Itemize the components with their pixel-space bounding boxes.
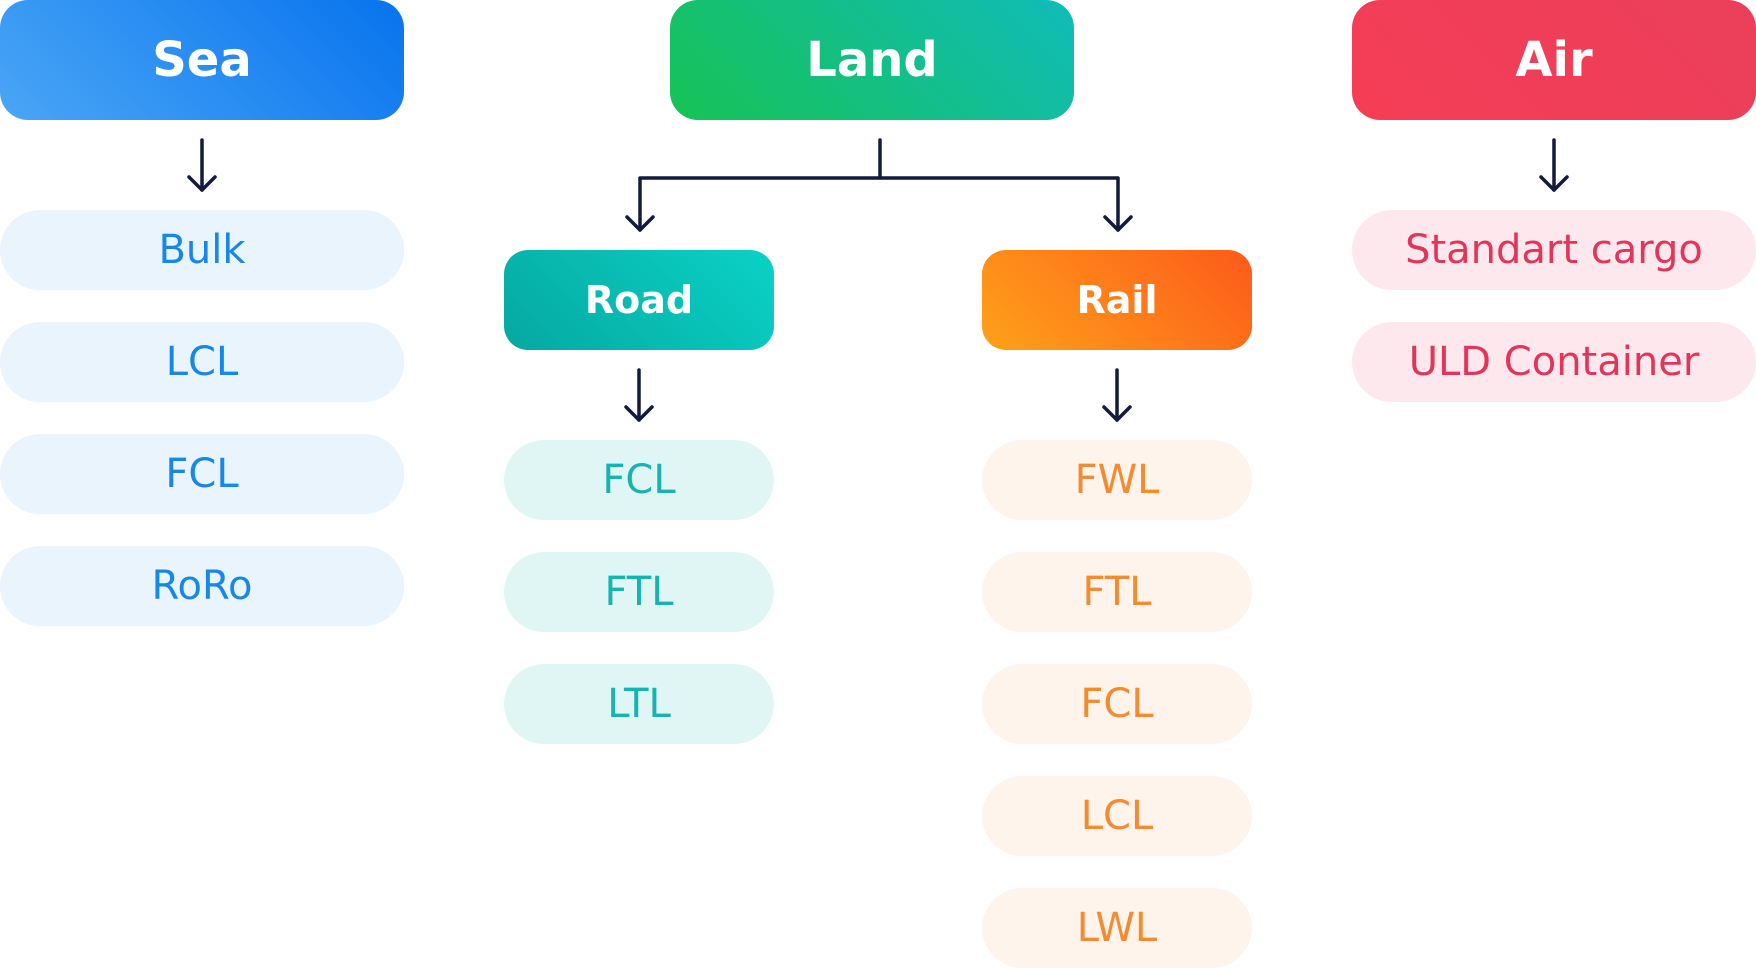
- rail-item-lcl: LCL: [982, 776, 1252, 856]
- air-item-standart-cargo: Standart cargo: [1352, 210, 1756, 290]
- sea-item-bulk: Bulk: [0, 210, 404, 290]
- land-header: Land: [670, 0, 1074, 120]
- rail-item-lwl: LWL: [982, 888, 1252, 968]
- road-item-fcl: FCL: [504, 440, 774, 520]
- sea-item-lcl: LCL: [0, 322, 404, 402]
- air-item-uld-container: ULD Container: [1352, 322, 1756, 402]
- sea-item-fcl: FCL: [0, 434, 404, 514]
- road-item-ftl: FTL: [504, 552, 774, 632]
- rail-header: Rail: [982, 250, 1252, 350]
- sea-header: Sea: [0, 0, 404, 120]
- road-header: Road: [504, 250, 774, 350]
- road-arrow-icon: [624, 368, 654, 422]
- rail-item-fwl: FWL: [982, 440, 1252, 520]
- rail-arrow-icon: [1102, 368, 1132, 422]
- air-arrow-icon: [1539, 138, 1569, 192]
- rail-item-ftl: FTL: [982, 552, 1252, 632]
- air-header: Air: [1352, 0, 1756, 120]
- rail-item-fcl: FCL: [982, 664, 1252, 744]
- road-item-ltl: LTL: [504, 664, 774, 744]
- land-branch-connector: [625, 138, 1133, 232]
- sea-arrow-icon: [187, 138, 217, 192]
- sea-item-roro: RoRo: [0, 546, 404, 626]
